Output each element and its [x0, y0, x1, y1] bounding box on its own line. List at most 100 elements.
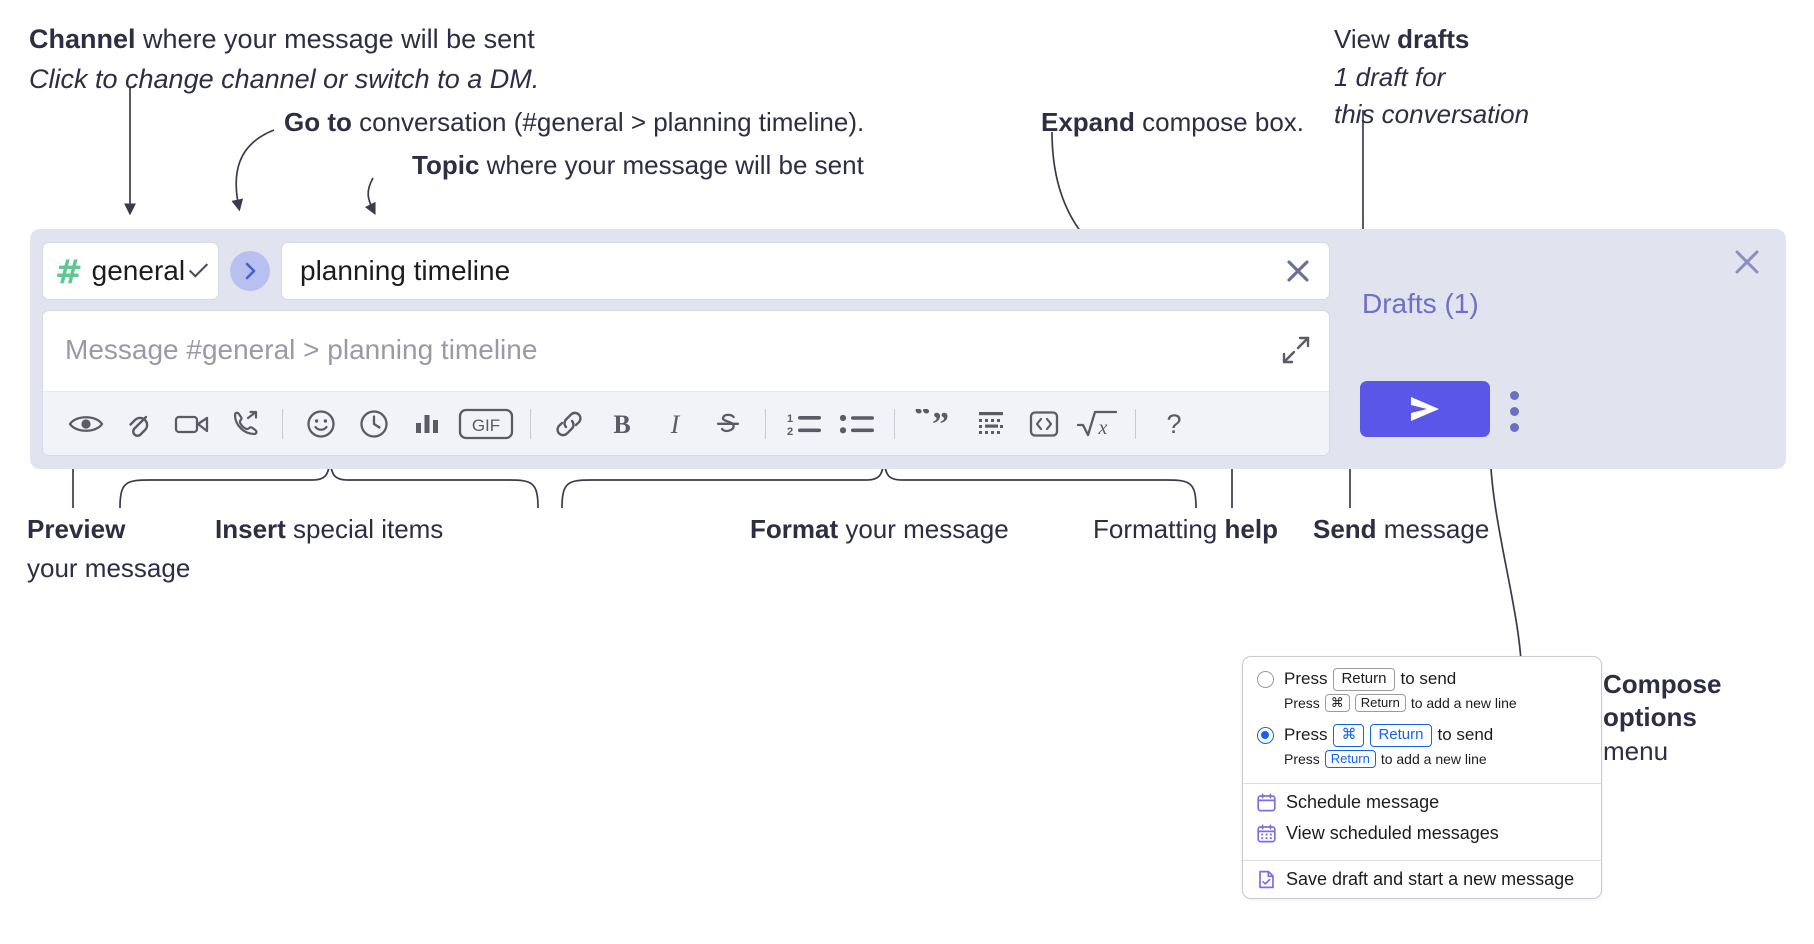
annotation-drafts: View drafts 1 draft for this conversatio… — [1334, 22, 1529, 132]
option-cmd-post: to send — [1437, 725, 1494, 745]
menu-item-schedule-message[interactable]: Schedule message — [1243, 784, 1601, 821]
annotation-topic: Topic where your message will be sent — [412, 148, 864, 183]
topic-input[interactable] — [298, 254, 1281, 288]
annotation-channel-italic: Click to change channel or switch to a D… — [29, 63, 540, 94]
annotation-topic-rest: where your message will be sent — [479, 150, 864, 180]
annotation-expand-bold: Expand — [1041, 107, 1135, 137]
svg-text:2: 2 — [787, 426, 793, 438]
key-return: Return — [1354, 693, 1406, 712]
go-to-conversation-button[interactable] — [230, 251, 270, 291]
svg-text:”: ” — [932, 409, 949, 439]
separator-1 — [282, 408, 283, 439]
annotation-formatting-help: Formatting help — [1093, 512, 1278, 547]
ordered-list-button[interactable]: 1 2 — [777, 401, 830, 447]
key-command: ⌘ — [1324, 693, 1350, 712]
code-block-button[interactable] — [964, 401, 1017, 447]
close-icon[interactable] — [1281, 254, 1315, 288]
annotation-format: Format your message — [750, 512, 1009, 547]
key-command: ⌘ — [1333, 724, 1365, 747]
code-snippet-button[interactable] — [1017, 401, 1070, 447]
annotation-insert-rest: special items — [285, 514, 444, 544]
numbered-list-icon: 1 2 — [787, 413, 821, 438]
italic-icon: I — [669, 410, 680, 439]
svg-text:?: ? — [1166, 409, 1181, 439]
annotation-help-lead: Formatting — [1093, 514, 1225, 544]
emoji-button[interactable] — [294, 401, 347, 447]
formatting-help-button[interactable]: ? — [1147, 401, 1200, 447]
menu-item-view-scheduled[interactable]: View scheduled messages — [1243, 821, 1601, 852]
kebab-dot — [1510, 407, 1519, 416]
radio-unselected[interactable] — [1257, 670, 1274, 688]
strikethrough-icon — [716, 413, 739, 432]
annotation-insert: Insert special items — [215, 512, 443, 547]
link-icon — [555, 411, 582, 436]
kebab-dot — [1510, 423, 1519, 432]
annotation-compose-rest: menu — [1603, 735, 1669, 766]
option-press-cmd-return[interactable]: Press ⌘ Return to send — [1243, 722, 1601, 749]
annotation-send: Send message — [1313, 512, 1489, 547]
message-input-box[interactable]: Message #general > planning timeline — [42, 310, 1330, 456]
annotation-send-rest: message — [1376, 514, 1490, 544]
code-brackets-icon — [1029, 410, 1058, 437]
option-return-sub: Press ⌘ Return to add a new line — [1243, 693, 1601, 719]
hash-icon: # — [55, 251, 83, 291]
svg-text:1: 1 — [787, 413, 793, 425]
annotation-goto-bold: Go to — [284, 107, 352, 137]
drafts-link[interactable]: Drafts (1) — [1362, 288, 1479, 319]
kebab-dot — [1510, 391, 1519, 400]
option-cmd-pre: Press — [1284, 725, 1328, 745]
poll-button[interactable] — [400, 401, 453, 447]
smiley-icon — [306, 409, 335, 438]
link-button[interactable] — [542, 401, 595, 447]
menu-divider — [1243, 860, 1601, 861]
option-return-pre: Press — [1284, 669, 1328, 689]
compose-right-column: Drafts (1) — [1342, 229, 1786, 469]
annotation-send-bold: Send — [1313, 514, 1377, 544]
channel-name: general — [91, 255, 186, 286]
bulleted-list-button[interactable] — [830, 401, 883, 447]
close-icon[interactable] — [1730, 245, 1764, 279]
menu-item-label: Schedule message — [1286, 792, 1440, 812]
quote-icon: “ ” — [914, 409, 949, 439]
calendar-grid-icon — [1257, 824, 1276, 843]
menu-item-save-draft[interactable]: Save draft and start a new message — [1243, 861, 1601, 898]
message-placeholder: Message #general > planning timeline — [65, 334, 538, 365]
option-press-return[interactable]: Press Return to send — [1243, 666, 1601, 693]
annotation-drafts-bold: drafts — [1397, 24, 1470, 54]
strikethrough-button[interactable] — [701, 401, 754, 447]
reminder-button[interactable] — [347, 401, 400, 447]
radio-selected[interactable] — [1257, 726, 1274, 744]
compose-panel: # general Message #general > planning ti… — [30, 229, 1786, 469]
annotation-topic-bold: Topic — [412, 150, 480, 180]
annotation-preview-line2: your message — [27, 552, 191, 583]
send-button[interactable] — [1360, 381, 1490, 437]
math-button[interactable]: x — [1070, 401, 1124, 447]
more-vertical-icon[interactable] — [1510, 391, 1520, 439]
annotation-goto-rest: conversation (#general > planning timeli… — [351, 107, 865, 137]
video-button[interactable] — [165, 401, 218, 447]
bold-button[interactable]: B — [595, 401, 648, 447]
italic-button[interactable]: I — [648, 401, 701, 447]
bold-icon: B — [613, 410, 630, 439]
chevron-right-icon — [245, 262, 256, 280]
code-block-icon — [978, 411, 1003, 434]
svg-text:I: I — [669, 410, 680, 439]
attach-button[interactable] — [112, 401, 165, 447]
annotation-expand-rest: compose box. — [1134, 107, 1305, 137]
formatting-toolbar: GIF B I — [43, 391, 1329, 455]
preview-button[interactable] — [59, 401, 112, 447]
send-icon — [1411, 397, 1439, 421]
option-return-post: to send — [1400, 669, 1457, 689]
blockquote-button[interactable]: “ ” — [906, 401, 964, 447]
gif-button[interactable]: GIF — [453, 401, 519, 447]
huddle-button[interactable] — [218, 401, 271, 447]
expand-icon[interactable] — [1281, 335, 1311, 365]
svg-text:GIF: GIF — [472, 416, 500, 435]
option-return-main: Press Return to send — [1284, 668, 1456, 691]
channel-selector[interactable]: # general — [42, 242, 219, 300]
paperclip-icon — [128, 415, 148, 437]
annotation-compose-options: Compose options menu — [1603, 668, 1721, 768]
key-return: Return — [1324, 749, 1376, 768]
annotation-expand: Expand compose box. — [1041, 105, 1304, 140]
eye-icon — [68, 415, 103, 432]
